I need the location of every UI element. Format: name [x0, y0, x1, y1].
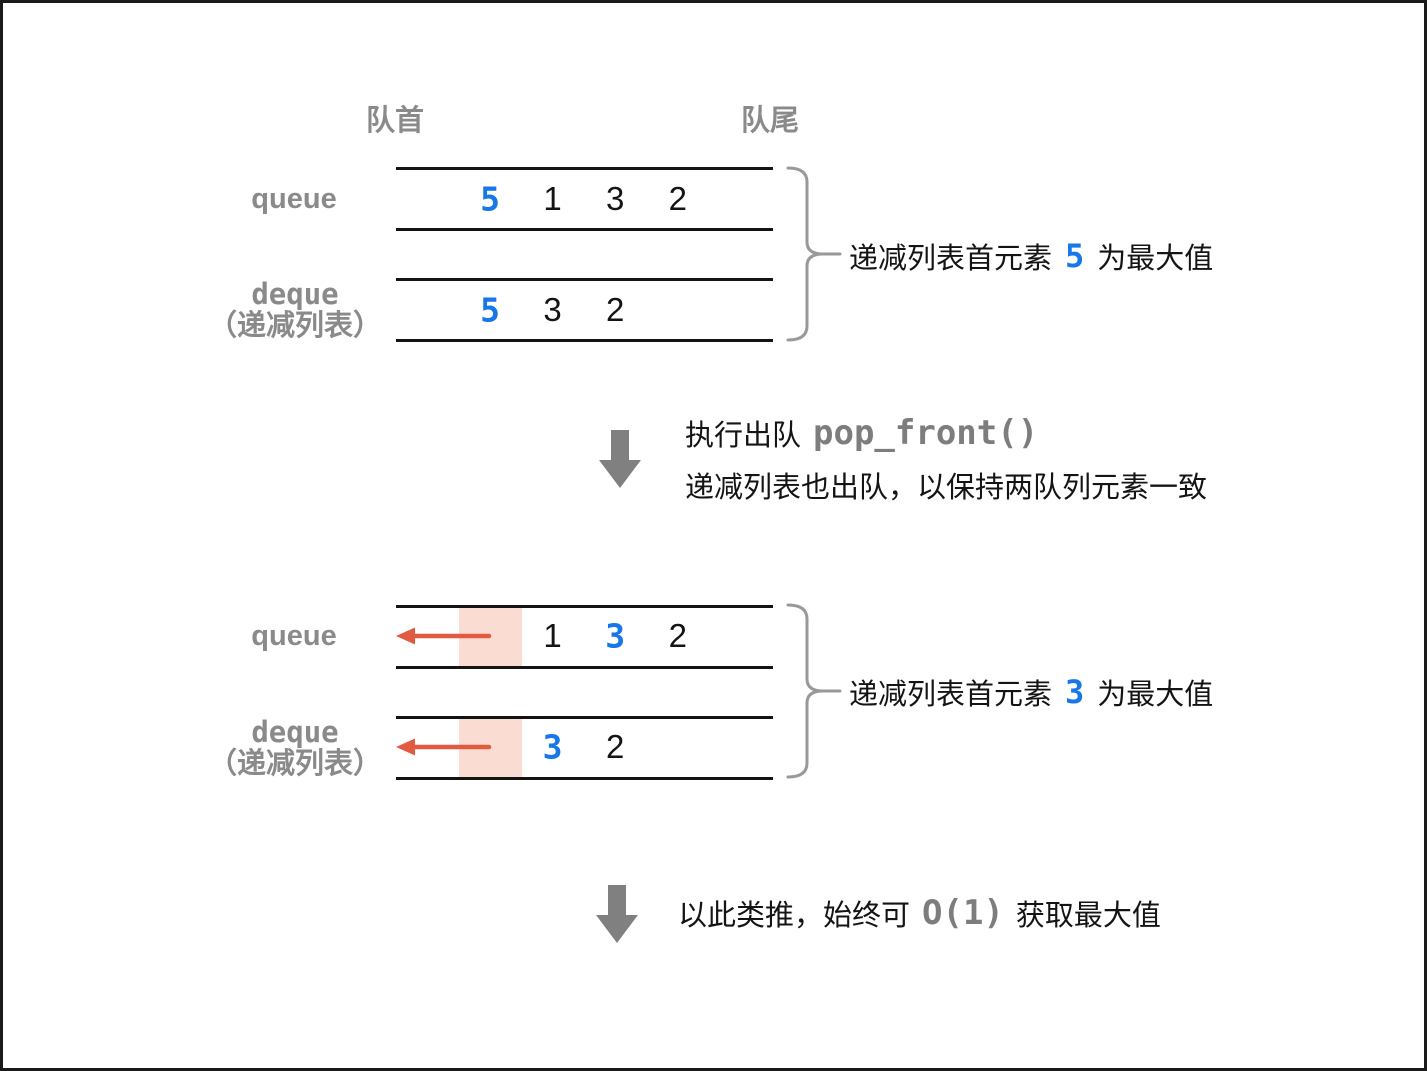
step1-line2: 递减列表也出队，以保持两队列元素一致	[685, 472, 1208, 504]
annotation-prefix: 递减列表首元素	[849, 243, 1053, 275]
deque2-pop-arrow-icon	[396, 738, 492, 756]
annotation2-prefix: 递减列表首元素	[849, 679, 1053, 711]
deque-value: 3	[543, 291, 562, 328]
down-arrow-icon	[599, 430, 641, 488]
deque-value: 3	[542, 727, 563, 767]
annotation2-max-value: 3	[1065, 673, 1085, 711]
deque-value: 2	[606, 728, 625, 765]
step2-line1: 以此类推，始终可 O(1) 获取最大值	[678, 892, 1161, 934]
deque2-row-label-en: deque	[251, 715, 339, 749]
deque-row-label: deque （递减列表）	[208, 278, 382, 342]
queue-value: 3	[606, 180, 625, 217]
queue-value: 1	[543, 617, 562, 654]
step2-text: 以此类推，始终可	[678, 900, 911, 932]
queue-value: 2	[668, 617, 687, 654]
annotation2-suffix: 为最大值	[1097, 679, 1214, 711]
queue-front-label: 队首	[366, 105, 425, 137]
queue-row-top-line	[396, 167, 773, 170]
deque-row-bottom-line	[396, 339, 773, 342]
queue-value: 5	[480, 179, 500, 219]
brace-icon	[786, 166, 842, 342]
deque2-row-label: deque （递减列表）	[208, 716, 382, 780]
pop-front-code: pop_front()	[813, 413, 1039, 453]
deque-row-label-en: deque	[251, 277, 339, 311]
step2-suffix: 获取最大值	[1015, 900, 1161, 932]
step1-line1: 执行出队 pop_front()	[685, 412, 1038, 454]
annotation-max-value: 5	[1065, 237, 1085, 275]
deque2-row-top-line	[396, 716, 773, 719]
queue-row-bottom-line	[396, 228, 773, 231]
queue-value: 1	[543, 180, 562, 217]
deque-row-sublabel: （递减列表）	[207, 310, 383, 342]
queue2-row-label: queue	[251, 620, 337, 652]
queue-rear-label: 队尾	[741, 105, 800, 137]
down-arrow2-icon	[596, 885, 638, 943]
deque-value: 2	[606, 291, 625, 328]
brace2-icon	[786, 603, 842, 779]
queue-value: 2	[668, 180, 687, 217]
max-value-annotation-2: 递减列表首元素 3 为最大值	[849, 671, 1213, 713]
step1-text: 执行出队	[685, 420, 802, 452]
queue2-pop-arrow-icon	[396, 627, 492, 645]
deque2-row-bottom-line	[396, 777, 773, 780]
max-value-annotation: 递减列表首元素 5 为最大值	[849, 235, 1213, 277]
deque-row-top-line	[396, 278, 773, 281]
queue2-row-top-line	[396, 605, 773, 608]
annotation-suffix: 为最大值	[1097, 243, 1214, 275]
deque-value: 5	[480, 290, 500, 330]
deque2-row-sublabel: （递减列表）	[207, 748, 383, 780]
o1-complexity-code: O(1)	[922, 893, 1004, 933]
queue-row-label: queue	[251, 183, 337, 215]
queue-value: 3	[605, 616, 626, 656]
queue2-row-bottom-line	[396, 666, 773, 669]
